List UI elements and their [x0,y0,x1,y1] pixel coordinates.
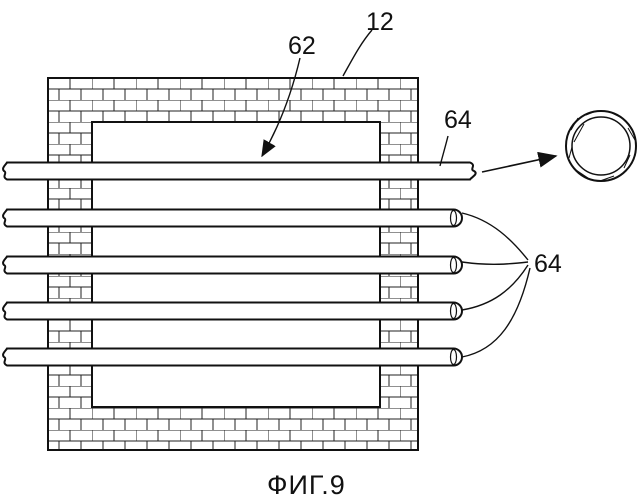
label-64-group: 64 [534,250,562,278]
label-64-top: 64 [444,106,472,134]
tube-1 [3,163,476,180]
tube-5 [3,349,462,366]
tube-body [3,163,476,180]
tube-2 [3,210,462,227]
tube-4 [3,303,462,320]
leaders-64-group [462,213,530,357]
tube-3 [3,257,462,274]
tube-body [3,303,462,320]
section-arrow [482,156,556,172]
tube-body [3,210,462,227]
tube-body [3,257,462,274]
tube-body [3,349,462,366]
label-12: 12 [366,8,394,36]
tube-cross-section [566,111,636,181]
leader-12 [343,30,372,76]
figure-caption: ФИГ.9 [267,470,346,500]
label-62: 62 [288,32,316,60]
